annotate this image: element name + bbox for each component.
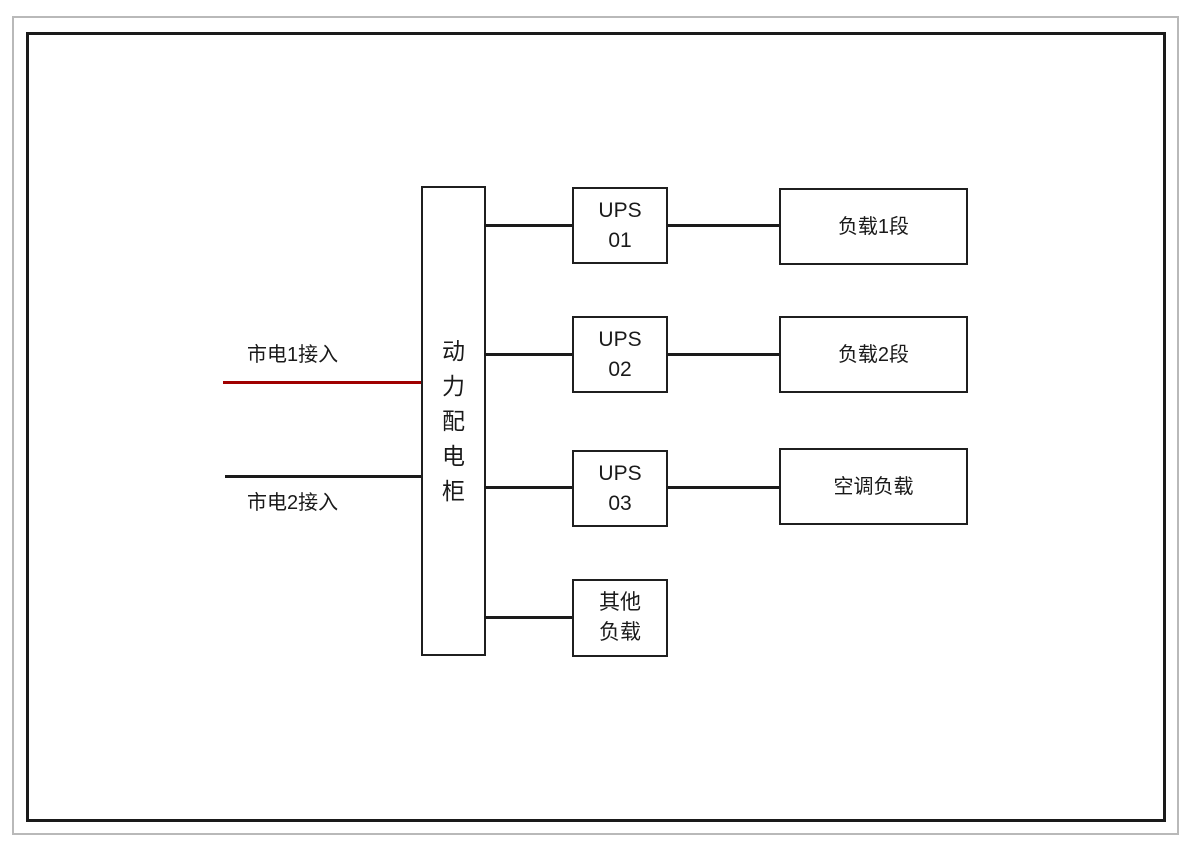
connector-cabinet-other-load — [484, 616, 574, 619]
ups-02-line2: 02 — [608, 357, 632, 381]
cabinet-char: 力 — [442, 372, 465, 399]
connector-ups01-load1 — [666, 224, 781, 227]
cabinet-char: 配 — [442, 407, 465, 434]
cabinet-char: 电 — [442, 442, 465, 469]
power-distribution-cabinet-box: 动 力 配 电 柜 — [421, 186, 486, 656]
ups-01-box: UPS 01 — [572, 187, 668, 264]
load-section-2-label: 负载2段 — [837, 343, 910, 366]
mains-2-label: 市电2接入 — [247, 492, 339, 514]
load-section-1-label: 负载1段 — [837, 215, 910, 238]
connector-ups02-load2 — [666, 353, 781, 356]
connector-cabinet-ups02 — [484, 353, 574, 356]
ups-02-box: UPS 02 — [572, 316, 668, 393]
ac-load-label: 空调负载 — [833, 475, 914, 498]
connector-cabinet-ups01 — [484, 224, 574, 227]
ups-03-box: UPS 03 — [572, 450, 668, 527]
mains-1-line — [223, 381, 423, 384]
cabinet-char: 动 — [442, 337, 465, 364]
ups-01-line1: UPS — [598, 198, 642, 222]
ac-load-box: 空调负载 — [779, 448, 968, 525]
load-section-2-box: 负载2段 — [779, 316, 968, 393]
connector-cabinet-ups03 — [484, 486, 574, 489]
other-load-line2: 负载 — [599, 621, 641, 644]
mains-2-line — [225, 475, 423, 478]
load-section-1-box: 负载1段 — [779, 188, 968, 265]
ups-03-line2: 03 — [608, 491, 632, 515]
ups-02-line1: UPS — [598, 327, 642, 351]
inner-frame-border — [26, 32, 1166, 822]
other-load-box: 其他 负载 — [572, 579, 668, 657]
other-load-line1: 其他 — [599, 591, 641, 614]
ups-01-line2: 01 — [608, 228, 632, 252]
connector-ups03-ac-load — [666, 486, 781, 489]
cabinet-char: 柜 — [442, 477, 465, 504]
mains-1-label: 市电1接入 — [247, 344, 339, 366]
ups-03-line1: UPS — [598, 461, 642, 485]
outer-frame-border — [12, 16, 1179, 835]
